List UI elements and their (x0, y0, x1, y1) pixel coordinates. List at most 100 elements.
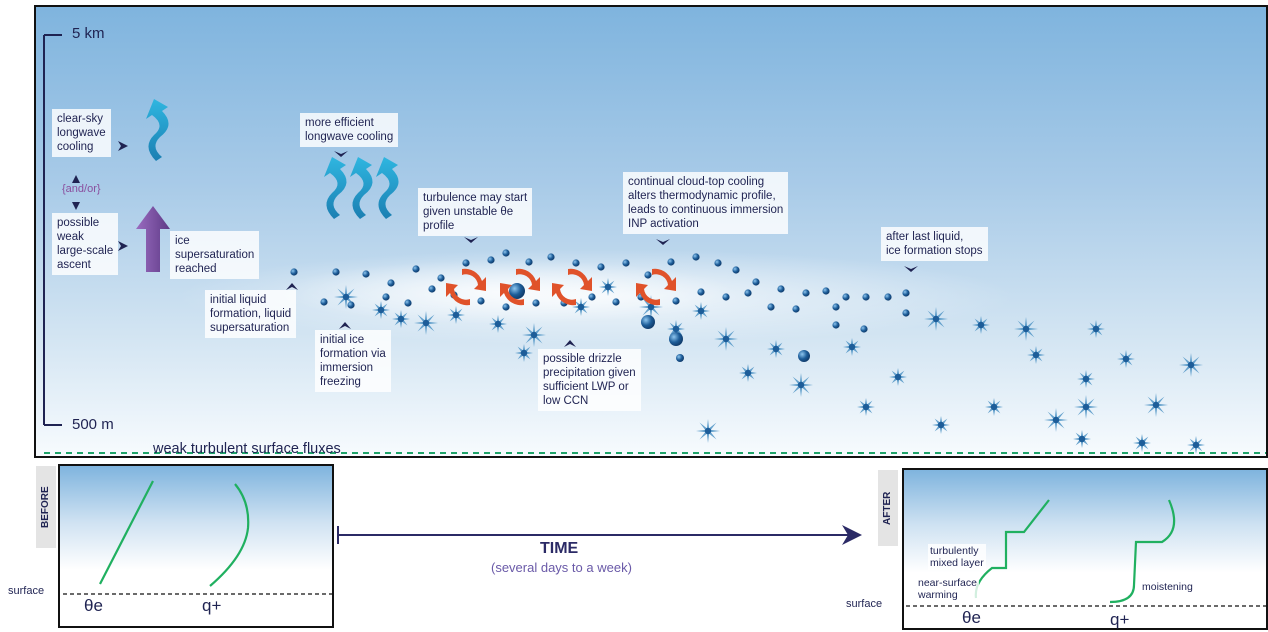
liquid-droplet (832, 321, 840, 329)
liquid-droplet (572, 259, 580, 267)
after-q-symbol: q+ (1110, 610, 1130, 629)
liquid-droplet (767, 303, 775, 311)
liquid-droplet (320, 298, 328, 306)
before-panel: θe q+ (58, 464, 336, 628)
liquid-droplet (428, 285, 436, 293)
ice-crystal (924, 307, 948, 331)
before-q-profile (209, 483, 250, 587)
label-pointers (118, 141, 918, 347)
main-diagram-panel: 5 km 500 m weak turbulent surface fluxes… (34, 5, 1268, 458)
after-theta-profile (974, 499, 1050, 599)
liquid-droplet (462, 259, 470, 267)
liquid-droplet (487, 256, 495, 264)
ice-crystal (1014, 317, 1038, 341)
ice-crystal (599, 278, 617, 296)
before-q-symbol: q+ (202, 596, 222, 615)
liquid-droplet (777, 285, 785, 293)
liquid-droplet (502, 249, 510, 257)
liquid-droplet (832, 303, 840, 311)
ice-crystal (447, 306, 465, 324)
ice-crystal (515, 344, 533, 362)
ice-crystal (522, 323, 546, 347)
liquid-droplet (752, 278, 760, 286)
and-or-arrows (72, 175, 80, 210)
ice-crystal (714, 327, 738, 351)
drizzle-drop (798, 350, 810, 362)
before-theta-symbol: θe (84, 596, 103, 615)
liquid-droplet (437, 274, 445, 282)
liquid-droplet (667, 258, 675, 266)
liquid-droplet (732, 266, 740, 274)
liquid-droplet (547, 253, 555, 261)
ice-crystal (1074, 395, 1098, 419)
ice-crystal (1179, 353, 1203, 377)
liquid-droplet (902, 289, 910, 297)
time-arrow (337, 525, 862, 545)
ice-crystal (414, 311, 438, 335)
before-theta-profile (99, 480, 154, 585)
liquid-droplet (792, 305, 800, 313)
liquid-droplet (588, 293, 596, 301)
last-liquid-label: after last liquid,ice formation stops (881, 227, 988, 261)
liquid-droplet (644, 271, 652, 279)
liquid-droplet (822, 287, 830, 295)
bottom-altitude-label: 500 m (72, 416, 114, 433)
ice-crystal (1027, 346, 1045, 364)
liquid-droplet (884, 293, 892, 301)
clear-sky-wave-icon (146, 99, 169, 161)
ice-crystal (1117, 350, 1135, 368)
liquid-droplet (332, 268, 340, 276)
liquid-droplet (362, 270, 370, 278)
surface-fluxes-label: weak turbulent surface fluxes (153, 441, 341, 457)
ice-crystal (667, 320, 685, 338)
ice-crystal (889, 368, 907, 386)
liquid-droplet (502, 303, 510, 311)
liquid-droplet (612, 298, 620, 306)
liquid-droplet (744, 289, 752, 297)
turbulent-eddy-icon (446, 268, 486, 306)
turbulent-eddies (446, 268, 676, 306)
after-tag: AFTER (878, 470, 898, 546)
ice-crystal (1187, 436, 1205, 454)
ice-crystal (1077, 370, 1095, 388)
ice-crystal (857, 398, 875, 416)
ice-crystal (489, 315, 507, 333)
liquid-droplet (714, 259, 722, 267)
and-or-label: {and/or} (62, 183, 101, 195)
ice-crystal (572, 298, 590, 316)
ice-crystal (932, 416, 950, 434)
liquid-droplet (802, 289, 810, 297)
turbulent-eddy-icon (636, 268, 676, 306)
efficient-longwave-waves-icon (324, 157, 399, 219)
ice-crystal (1087, 320, 1105, 338)
ice-crystal (985, 398, 1003, 416)
moistening-label: moistening (1140, 580, 1195, 594)
liquid-droplet (697, 288, 705, 296)
drizzle-drop (641, 315, 655, 329)
before-profile-plot (60, 480, 336, 595)
ice-crystal (1133, 434, 1151, 452)
altitude-axis (43, 34, 62, 426)
ice-crystal (692, 302, 710, 320)
liquid-droplet (672, 297, 680, 305)
ice-crystal (767, 340, 785, 358)
time-title: TIME (540, 540, 579, 557)
ice-crystal (1044, 408, 1068, 432)
ice-crystal (1144, 393, 1168, 417)
turbulent-eddy-icon (552, 268, 592, 306)
ice-crystal (392, 310, 410, 328)
after-q-profile (1109, 499, 1176, 604)
liquid-droplet (404, 299, 412, 307)
before-surface-label: surface (8, 585, 45, 597)
turbulent-eddy-icon (500, 268, 540, 306)
ice-crystal (372, 301, 390, 319)
liquid-droplet (387, 279, 395, 287)
liquid-droplet (290, 268, 298, 276)
liquid-droplet (860, 325, 868, 333)
